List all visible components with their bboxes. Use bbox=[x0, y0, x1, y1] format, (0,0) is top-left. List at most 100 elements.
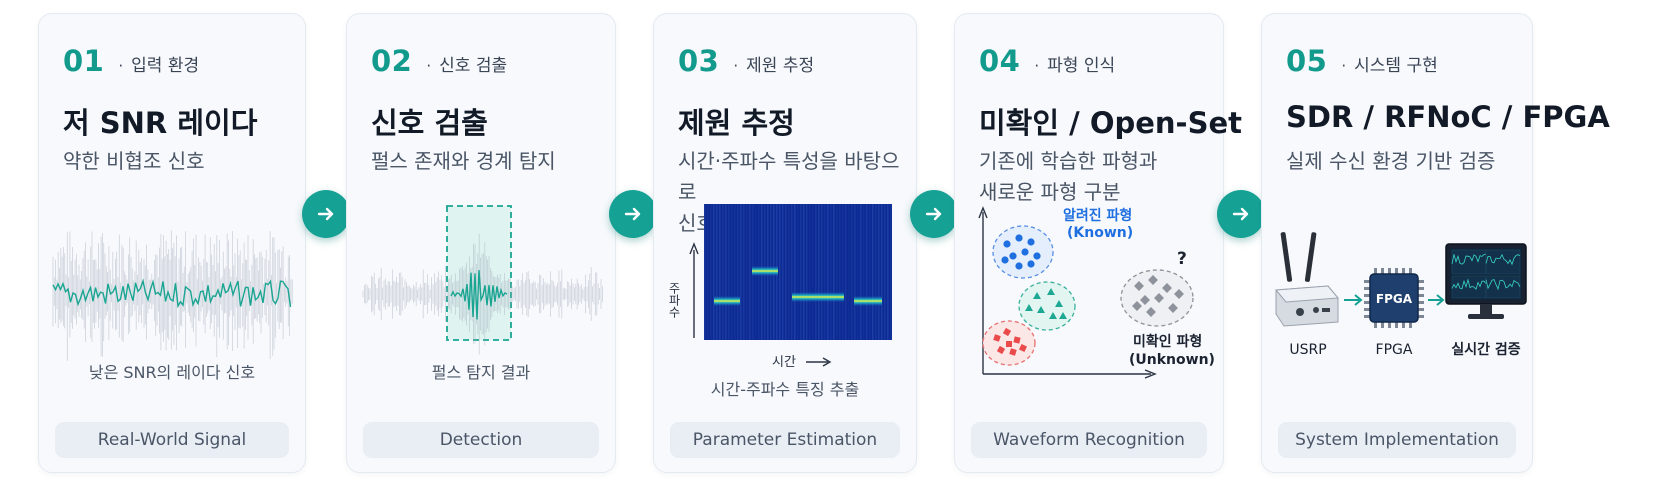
category-pill: Detection bbox=[363, 422, 599, 458]
step-header: 03 · 제원 추정 bbox=[678, 44, 814, 78]
known-point bbox=[1027, 260, 1035, 268]
next-step-button[interactable] bbox=[1217, 190, 1265, 238]
known-point bbox=[1049, 312, 1057, 319]
known-point bbox=[1027, 238, 1035, 246]
chip-pin bbox=[1395, 322, 1398, 328]
unknown-point bbox=[1148, 275, 1158, 285]
chip-pin bbox=[1364, 308, 1370, 311]
arrow-right-icon bbox=[624, 207, 641, 221]
spectrogram-stripe bbox=[725, 204, 727, 340]
known-point bbox=[993, 334, 1001, 342]
y-axis-arrow bbox=[689, 242, 699, 255]
next-step-button[interactable] bbox=[609, 190, 657, 238]
step-header: 01 · 입력 환경 bbox=[63, 44, 199, 78]
known-point bbox=[1003, 240, 1011, 248]
device-label-fpga: FPGA bbox=[1376, 342, 1413, 358]
spectrogram-stripe bbox=[797, 204, 799, 340]
step-number: 03 bbox=[678, 44, 720, 78]
pulse-detection-waveform bbox=[362, 205, 603, 355]
step-title: 신호 검출 bbox=[371, 106, 488, 140]
chip-pin bbox=[1364, 315, 1370, 318]
spectrogram-stripe bbox=[860, 204, 862, 340]
spectrogram-stripe bbox=[737, 204, 739, 340]
step-subtitle: 신호 검출 bbox=[439, 56, 508, 76]
spectrogram-stripe bbox=[815, 204, 817, 340]
step-subtitle: 제원 추정 bbox=[746, 56, 815, 76]
spectrogram-stripe bbox=[716, 204, 718, 340]
chip-pin bbox=[1418, 301, 1424, 304]
step-header: 04 · 파형 인식 bbox=[979, 44, 1115, 78]
step-card-1: 01 · 입력 환경 저 SNR 레이다 약한 비협조 신호 낮은 SNR의 레… bbox=[38, 13, 306, 473]
signal-band bbox=[714, 296, 740, 306]
viz-caption: 낮은 SNR의 레이다 신호 bbox=[88, 363, 256, 382]
spectrogram-stripe bbox=[839, 204, 841, 340]
spectrogram-stripe bbox=[734, 204, 736, 340]
question-mark: ? bbox=[1177, 249, 1187, 269]
chip-pin bbox=[1364, 287, 1370, 290]
spectrogram-stripe bbox=[794, 204, 796, 340]
chip-pin bbox=[1418, 294, 1424, 297]
spectrogram-stripe bbox=[803, 204, 805, 340]
spectrogram-stripe bbox=[830, 204, 832, 340]
category-pill: Real-World Signal bbox=[55, 422, 289, 458]
spectrogram-stripe bbox=[782, 204, 784, 340]
monitor-trace bbox=[1485, 253, 1521, 266]
step-description: 실제 수신 환경 기반 검증 bbox=[1286, 149, 1496, 173]
known-point bbox=[1015, 234, 1023, 242]
unknown-point bbox=[1154, 293, 1164, 303]
spectrogram-stripe bbox=[872, 204, 874, 340]
chip-pin bbox=[1409, 322, 1412, 328]
chip-pin bbox=[1418, 315, 1424, 318]
unknown-label-en: (Unknown) bbox=[1129, 352, 1215, 368]
monitor-trace bbox=[1451, 253, 1487, 265]
known-cluster-teal bbox=[1018, 281, 1076, 331]
spectrogram-stripe bbox=[857, 204, 859, 340]
step-separator: · bbox=[733, 57, 739, 75]
spectrogram-stripe bbox=[800, 204, 802, 340]
step-separator: · bbox=[426, 57, 432, 75]
step-header: 02 · 신호 검출 bbox=[371, 44, 507, 78]
chip-pin bbox=[1402, 322, 1405, 328]
chip-pin bbox=[1381, 268, 1384, 274]
spectrogram-stripe bbox=[827, 204, 829, 340]
chip-pin bbox=[1364, 294, 1370, 297]
step-separator: · bbox=[1341, 57, 1347, 75]
chip-pin bbox=[1418, 280, 1424, 283]
chip-pin bbox=[1374, 322, 1377, 328]
spectrogram-stripe bbox=[719, 204, 721, 340]
monitor-icon bbox=[1445, 243, 1527, 319]
step-card-3: 03 · 제원 추정 제원 추정 시간·주파수 특성을 바탕으로 신호 제원 추… bbox=[653, 13, 917, 473]
spectrogram-stripe bbox=[821, 204, 823, 340]
router-icon bbox=[1274, 232, 1340, 327]
step-separator: · bbox=[118, 57, 124, 75]
unknown-point bbox=[1140, 295, 1150, 305]
spectrogram-stripe bbox=[704, 204, 706, 340]
chip-pin bbox=[1364, 280, 1370, 283]
step-number: 02 bbox=[371, 44, 413, 78]
known-point bbox=[1009, 348, 1017, 356]
unknown-label: 미확인 파형 bbox=[1133, 333, 1202, 350]
y-axis-arrow bbox=[978, 206, 988, 219]
chip-label: FPGA bbox=[1376, 292, 1413, 306]
spectrogram-stripe bbox=[848, 204, 850, 340]
step-title: 미확인 / Open-Set bbox=[979, 106, 1243, 140]
step-header: 05 · 시스템 구현 bbox=[1286, 44, 1438, 78]
spectrogram-stripe bbox=[869, 204, 871, 340]
step-number: 04 bbox=[979, 44, 1021, 78]
next-step-button[interactable] bbox=[302, 190, 350, 238]
spectrogram-stripe bbox=[818, 204, 820, 340]
open-set-scatter: 알려진 파형 (Known) ? 미확인 파형 (Unknown) bbox=[978, 206, 1215, 379]
known-point bbox=[1002, 327, 1012, 337]
next-step-button[interactable] bbox=[910, 190, 958, 238]
monitor-trace bbox=[1485, 278, 1521, 291]
known-point bbox=[1005, 340, 1013, 348]
known-point bbox=[1033, 292, 1041, 299]
arrow-right-icon bbox=[925, 207, 942, 221]
known-point bbox=[1021, 248, 1029, 256]
known-point bbox=[1055, 300, 1063, 307]
known-point bbox=[1009, 252, 1017, 260]
spectrogram-stripe bbox=[788, 204, 790, 340]
chip-pin bbox=[1409, 268, 1412, 274]
known-point bbox=[1033, 252, 1041, 260]
viz-caption: 시간-주파수 특징 추출 bbox=[710, 380, 860, 399]
